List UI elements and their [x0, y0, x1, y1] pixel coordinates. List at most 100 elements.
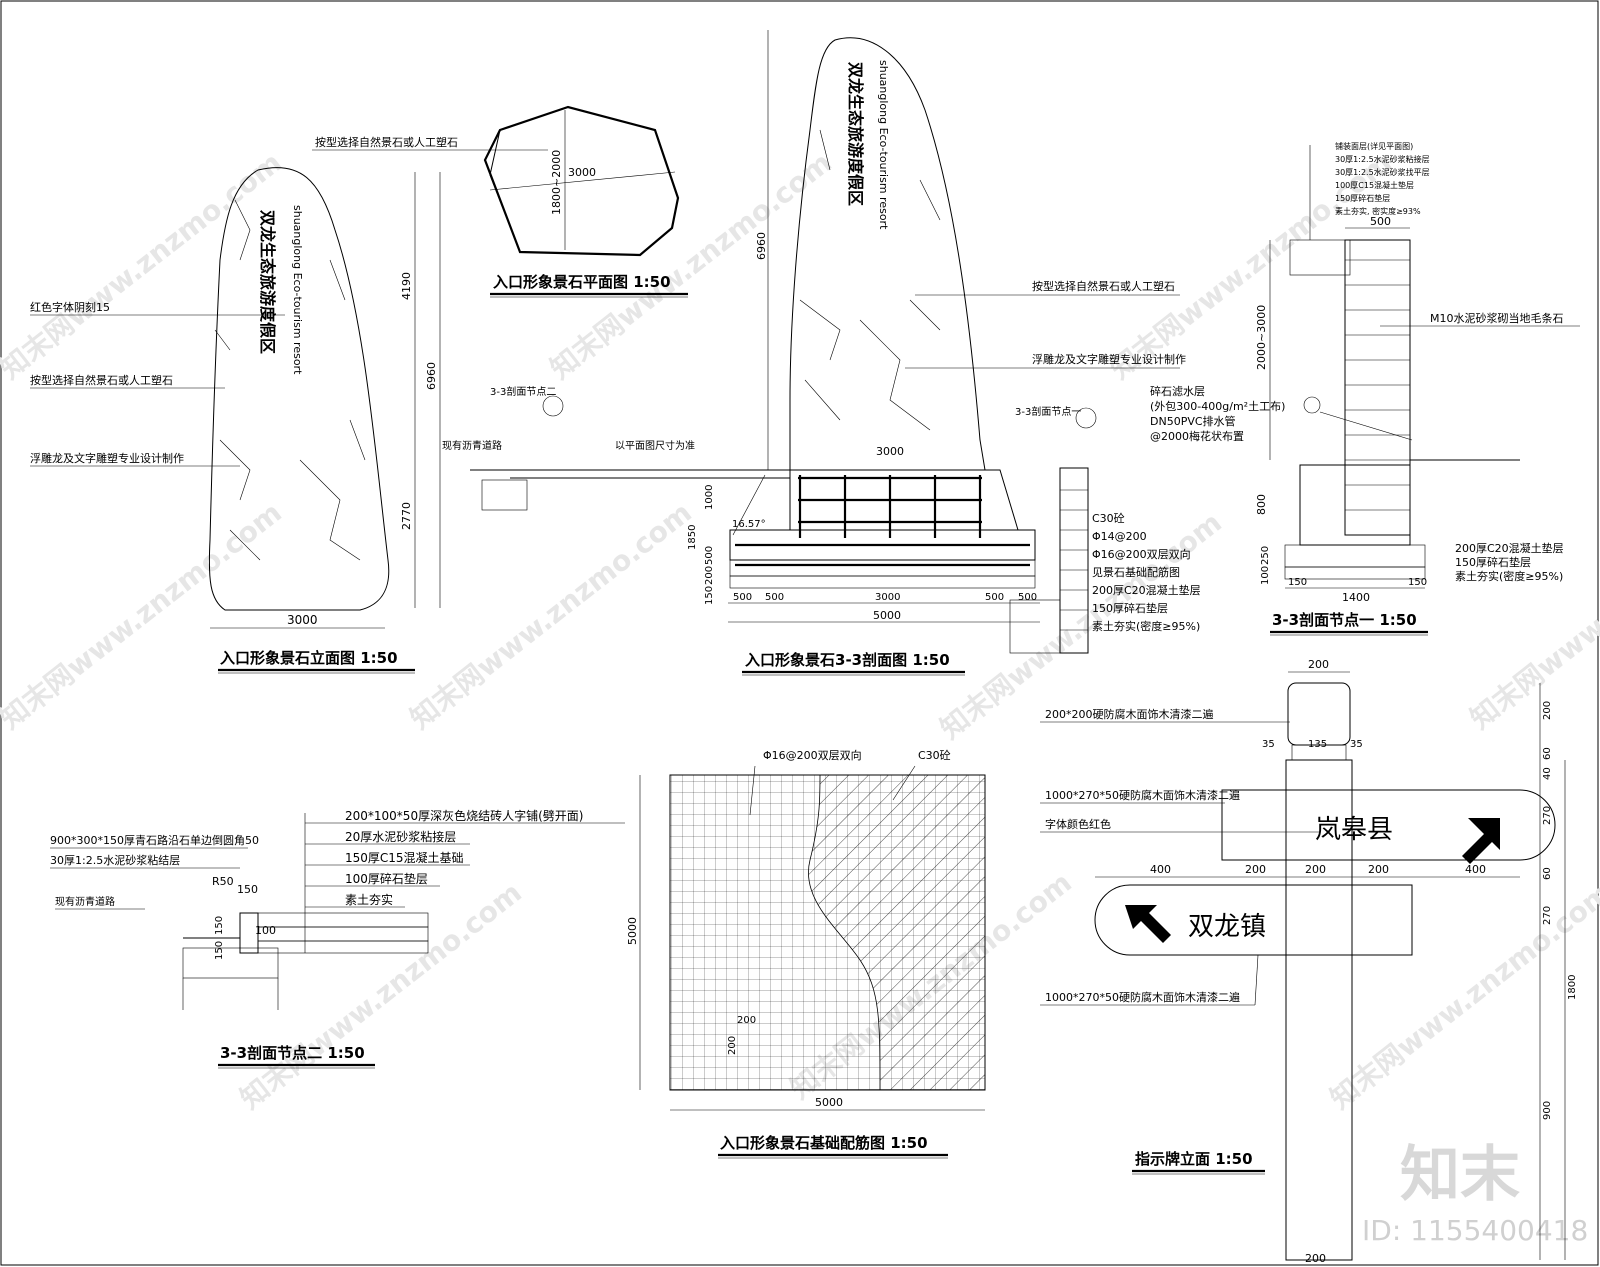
- soil-layer: [729, 575, 1036, 589]
- svg-text:200: 200: [737, 1015, 756, 1026]
- dim-bottom-2: 3000: [875, 592, 900, 603]
- svg-text:200: 200: [1542, 701, 1553, 720]
- stone-en-text: shuanglong Eco-tourism resort: [291, 205, 304, 375]
- rebar-cage: [735, 475, 1030, 567]
- section-label-stone: 按型选择自然景石或人工塑石: [1032, 279, 1175, 293]
- svg-text:200: 200: [1245, 863, 1266, 876]
- node2-left1: 900*300*150厚青石路沿石单边倒圆角50: [50, 834, 259, 847]
- svg-text:100厚碎石垫层: 100厚碎石垫层: [345, 871, 428, 886]
- dim-bottom-4: 500: [1018, 592, 1037, 603]
- node1-title: 3-3剖面节点一 1:50: [1272, 611, 1417, 629]
- dim-lower: 2770: [400, 502, 413, 530]
- watermark-text: 知末网www.znzmo.com: [1464, 496, 1600, 736]
- dim-left-150: 150: [704, 586, 715, 605]
- rebar-plan: 5000 5000 Φ16@200双层双向 C30砼 200 200 入口形象景…: [626, 748, 986, 1159]
- svg-text:200: 200: [727, 1036, 738, 1055]
- label-soil: 素土夯实(密度≥95%): [1092, 619, 1200, 633]
- svg-text:150厚碎石垫层: 150厚碎石垫层: [1455, 555, 1531, 569]
- svg-text:碎石滤水层: 碎石滤水层: [1150, 384, 1205, 398]
- elevation-drawing: 双龙生态旅游度假区 shuanglong Eco-tourism resort …: [30, 167, 441, 674]
- label-c20: 200厚C20混凝土垫层: [1092, 583, 1201, 597]
- label-red-font: 红色字体阴刻15: [30, 300, 110, 314]
- stone-outline: [208, 167, 390, 611]
- retaining-wall: [1059, 467, 1089, 654]
- svg-text:270: 270: [1542, 906, 1553, 925]
- watermark-text: 知末网www.znzmo.com: [1324, 876, 1600, 1116]
- dim-left-500: 500: [704, 546, 715, 565]
- gravel-layer: [729, 559, 1036, 577]
- node1-dim-h: 2000~3000: [1255, 305, 1268, 370]
- dim-width: 3000: [287, 613, 318, 627]
- svg-text:150: 150: [1408, 577, 1427, 588]
- rebar-label: Φ16@200双层双向: [763, 748, 862, 762]
- section-label-relief: 浮雕龙及文字雕塑专业设计制作: [1032, 352, 1186, 366]
- rebar-dim-h: 5000: [626, 917, 639, 945]
- svg-text:900: 900: [1542, 1101, 1553, 1120]
- dim-bottom-3: 500: [985, 592, 1004, 603]
- label-phi14: Φ14@200: [1092, 530, 1147, 543]
- dim-left-1850: 1850: [687, 525, 698, 550]
- section-drawing: 双龙生态旅游度假区 shuanglong Eco-tourism resort: [442, 30, 1201, 676]
- node1-dim-100: 100: [1260, 566, 1271, 585]
- svg-text:1800: 1800: [1567, 975, 1578, 1000]
- svg-text:20厚水泥砂浆粘接层: 20厚水泥砂浆粘接层: [345, 829, 456, 844]
- node2-drawing: 200*100*50厚深灰色烧结砖人字铺(劈开面) 20厚水泥砂浆粘接层 150…: [50, 808, 625, 1069]
- svg-text:素土夯实(密度≥95%): 素土夯实(密度≥95%): [1455, 569, 1563, 583]
- watermark-id: ID: 1155400418: [1362, 1214, 1588, 1247]
- node1-dim-800: 800: [1255, 494, 1268, 515]
- dim-upper: 4190: [400, 272, 413, 300]
- dim-base: 5000: [873, 609, 901, 622]
- svg-text:150厚碎石垫层: 150厚碎石垫层: [1335, 193, 1390, 203]
- node1-dim-250: 250: [1260, 546, 1271, 565]
- svg-text:30厚1:2.5水泥砂浆粘接层: 30厚1:2.5水泥砂浆粘接层: [1335, 154, 1430, 164]
- plan-label: 按型选择自然景石或人工塑石: [315, 135, 458, 149]
- node2-road: 现有沥青道路: [55, 895, 115, 908]
- stone-texture: [214, 199, 366, 561]
- watermark-text: 知末网www.znzmo.com: [404, 496, 698, 736]
- sign-drawing: 岚皋县 双龙镇 200 35 135 35 400 200 200 200 40…: [1040, 658, 1578, 1265]
- arrow-up-left-icon: [1125, 905, 1171, 943]
- node2-title: 3-3剖面节点二 1:50: [220, 1044, 365, 1062]
- board1-text: 岚皋县: [1315, 815, 1393, 845]
- node2-ref: 3-3剖面节点二: [490, 385, 556, 398]
- svg-text:200: 200: [1368, 863, 1389, 876]
- existing-road: 现有沥青道路: [442, 439, 502, 452]
- by-plan-note: 以平面图尺寸为准: [615, 439, 695, 452]
- node2-left2: 30厚1:2.5水泥砂浆粘结层: [50, 853, 180, 867]
- node1-label-wall: M10水泥砂浆砌当地毛条石: [1430, 311, 1564, 325]
- svg-text:400: 400: [1465, 863, 1486, 876]
- svg-text:400: 400: [1150, 863, 1171, 876]
- label-stone: 按型选择自然景石或人工塑石: [30, 373, 173, 387]
- label-phi16: Φ16@200双层双向: [1092, 547, 1191, 561]
- sign-label-post: 200*200硬防腐木面饰木清漆二遍: [1045, 707, 1214, 721]
- plan-dim-h: 1800~2000: [550, 150, 563, 215]
- post-cap: [1287, 682, 1351, 746]
- svg-text:200厚C20混凝土垫层: 200厚C20混凝土垫层: [1455, 541, 1564, 555]
- svg-text:270: 270: [1542, 806, 1553, 825]
- sign-label-board1: 1000*270*50硬防腐木面饰木清漆二遍: [1045, 788, 1240, 802]
- svg-text:200: 200: [1305, 1252, 1326, 1265]
- dim-left-1000: 1000: [704, 485, 715, 510]
- svg-text:100厚C15混凝土垫层: 100厚C15混凝土垫层: [1335, 180, 1414, 190]
- section-dim-total: 6960: [755, 232, 768, 260]
- svg-text:(外包300-400g/m²土工布): (外包300-400g/m²土工布): [1150, 400, 1285, 413]
- stone-cn-text: 双龙生态旅游度假区: [258, 210, 277, 354]
- plan-drawing: 3000 1800~2000 按型选择自然景石或人工塑石 入口形象景石平面图 1…: [312, 105, 688, 298]
- board-1: [1221, 789, 1556, 861]
- svg-text:200*100*50厚深灰色烧结砖人字铺(劈开面): 200*100*50厚深灰色烧结砖人字铺(劈开面): [345, 808, 583, 823]
- svg-text:60: 60: [1542, 867, 1553, 880]
- section-cn-text: 双龙生态旅游度假区: [846, 62, 865, 206]
- section-dim-stone: 3000: [876, 445, 904, 458]
- sign-dim-top: 200: [1308, 658, 1329, 671]
- section-en-text: shuanglong Eco-tourism resort: [877, 60, 890, 230]
- sign-label-board2: 1000*270*50硬防腐木面饰木清漆二遍: [1045, 990, 1240, 1004]
- sign-title: 指示牌立面 1:50: [1135, 1150, 1253, 1168]
- svg-text:135: 135: [1308, 739, 1327, 750]
- svg-text:素土夯实, 密实度≥93%: 素土夯实, 密实度≥93%: [1335, 206, 1421, 216]
- svg-text:150: 150: [237, 883, 258, 896]
- board-2: [1094, 884, 1413, 956]
- label-c30: C30砼: [1092, 512, 1125, 525]
- plan-title: 入口形象景石平面图 1:50: [493, 273, 671, 291]
